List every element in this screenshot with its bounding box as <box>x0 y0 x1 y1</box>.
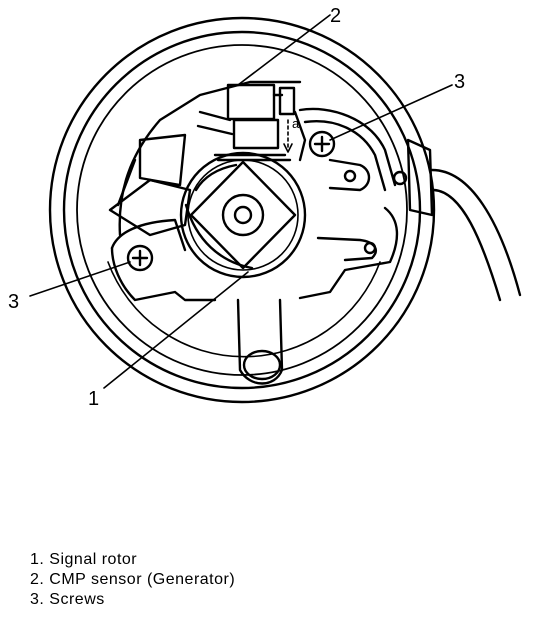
bracket <box>236 298 284 385</box>
air-gap-indicator <box>283 119 293 153</box>
leader-lines <box>29 14 453 389</box>
callout-3-left: 3 <box>8 291 19 313</box>
legend-item-cmp-sensor: 2. CMP sensor (Generator) <box>30 571 236 588</box>
screw-right <box>308 130 336 158</box>
cmp-sensor <box>196 83 307 162</box>
callout-3-right: 3 <box>454 71 465 93</box>
magnet-pack <box>108 133 192 237</box>
callout-2: 2 <box>330 5 341 27</box>
legend-item-screws: 3. Screws <box>30 591 105 608</box>
legend-item-signal-rotor: 1. Signal rotor <box>30 551 138 568</box>
base-plate <box>110 80 399 302</box>
distributor-diagram: a 2 3 3 1 <box>8 5 522 410</box>
signal-rotor <box>179 151 307 279</box>
lead-wire <box>298 107 522 302</box>
screw-left <box>126 244 154 272</box>
gap-label: a <box>292 116 300 131</box>
legend: 1. Signal rotor 2. CMP sensor (Generator… <box>30 550 235 610</box>
callout-1: 1 <box>88 388 99 410</box>
distributor-housing <box>48 16 436 404</box>
